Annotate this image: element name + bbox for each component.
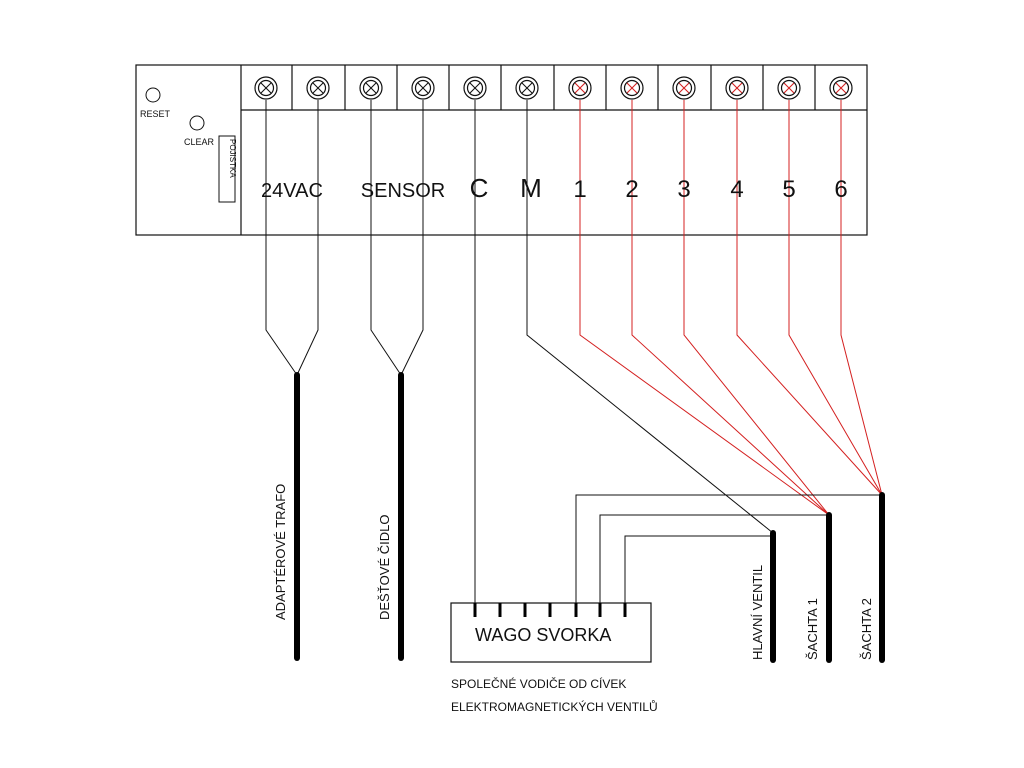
clear-button[interactable] <box>189 115 205 131</box>
terminal-label: SENSOR <box>361 180 445 202</box>
reset-button[interactable] <box>145 87 161 103</box>
main-valve-label: HLAVNÍ VENTIL <box>750 565 765 660</box>
wago-note-line-2: ELEKTROMAGNETICKÝCH VENTILŮ <box>451 699 658 714</box>
common-return-wire <box>624 535 773 612</box>
terminal-screw <box>254 76 278 100</box>
zone-wire <box>788 100 883 496</box>
terminal-block <box>254 65 853 110</box>
rain-sensor-label: DEŠŤOVÉ ČIDLO <box>377 515 392 620</box>
wago-connector: WAGO SVORKA <box>450 602 652 663</box>
terminal-screw <box>725 76 749 100</box>
wago-note-line-1: SPOLEČNÉ VODIČE OD CÍVEK <box>451 676 626 691</box>
controller-unit: RESET CLEAR POJISTKA <box>135 64 868 236</box>
terminal-label: 5 <box>782 176 795 203</box>
transformer-wire <box>265 100 298 376</box>
zone-wire <box>683 100 830 516</box>
clear-label: CLEAR <box>184 137 215 147</box>
transformer-label: ADAPTÉROVÉ TRAFO <box>273 484 288 620</box>
zone-wire <box>579 100 830 516</box>
main-valve-wire <box>526 100 774 534</box>
terminal-screw <box>568 76 592 100</box>
terminal-label: C <box>470 173 489 203</box>
terminal-label: 3 <box>677 176 690 203</box>
terminal-label: M <box>520 173 542 203</box>
zone-wire <box>840 100 883 496</box>
transformer-wire <box>296 100 319 376</box>
terminal-screw <box>306 76 330 100</box>
terminal-label: 6 <box>834 176 847 203</box>
terminal-screw <box>829 76 853 100</box>
wago-pins <box>473 603 627 617</box>
reset-label: RESET <box>140 109 171 119</box>
terminal-screw <box>620 76 644 100</box>
rain-sensor-wire <box>370 100 402 376</box>
shaft-2-label: ŠACHTA 2 <box>859 598 874 660</box>
terminal-screw <box>463 76 487 100</box>
terminal-label: 1 <box>573 176 586 203</box>
terminal-screw <box>411 76 435 100</box>
rain-sensor-wire <box>400 100 424 376</box>
terminal-label: 2 <box>625 176 638 203</box>
common-return-wire <box>575 494 882 612</box>
fuse-label: POJISTKA <box>228 139 237 178</box>
fuse-holder <box>218 135 236 203</box>
cables <box>294 372 885 663</box>
common-return-wire <box>599 514 829 612</box>
terminal-screw <box>515 76 539 100</box>
terminal-screw <box>777 76 801 100</box>
wires <box>265 100 883 612</box>
terminal-label: 4 <box>730 176 743 203</box>
zone-wire <box>631 100 830 516</box>
terminal-screw <box>672 76 696 100</box>
terminal-screw <box>359 76 383 100</box>
zone-wire <box>736 100 883 496</box>
wago-label: WAGO SVORKA <box>475 625 611 645</box>
terminal-label: 24VAC <box>261 180 323 202</box>
shaft-1-label: ŠACHTA 1 <box>805 598 820 660</box>
